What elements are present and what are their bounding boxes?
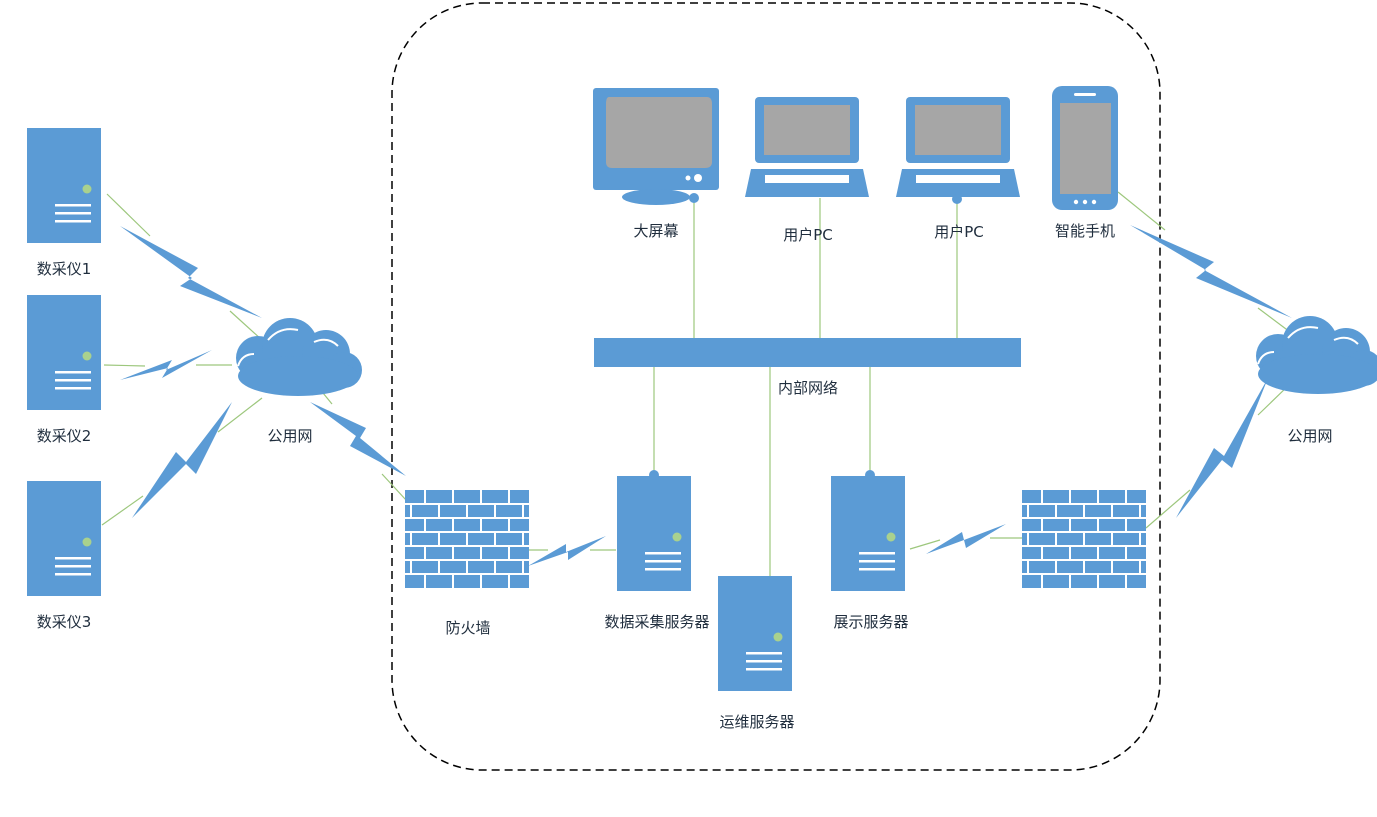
public-net-left-cloud-icon[interactable]	[235, 317, 363, 397]
user-pc-2-laptop-icon[interactable]	[896, 97, 1020, 197]
data-collection-server-icon[interactable]	[617, 476, 691, 591]
collector-2-server-icon[interactable]	[27, 295, 101, 410]
ops-server-label: 运维服务器	[719, 713, 795, 731]
public-net-right-cloud-icon[interactable]	[1255, 315, 1377, 395]
user-pc-1-laptop-icon[interactable]	[745, 97, 869, 197]
user-pc-1-label: 用户PC	[783, 226, 833, 244]
firewall-right-icon[interactable]	[1021, 489, 1147, 589]
public-net-right-label: 公用网	[1287, 427, 1333, 445]
lightning-bolt-icon	[120, 350, 212, 380]
big-screen-label: 大屏幕	[633, 222, 679, 240]
data-collection-server-label: 数据采集服务器	[604, 613, 710, 631]
lightning-bolt-icon	[310, 402, 406, 476]
display-server-label: 展示服务器	[833, 613, 909, 631]
smartphone-icon[interactable]	[1052, 86, 1118, 210]
collector-1-label: 数采仪1	[36, 260, 92, 278]
collector-2-label: 数采仪2	[36, 427, 92, 445]
lightning-bolt-icon	[132, 402, 232, 518]
firewall-label: 防火墙	[445, 619, 491, 637]
user-pc-2-label: 用户PC	[934, 223, 984, 241]
collector-3-label: 数采仪3	[36, 613, 92, 631]
internal-network-label: 内部网络	[777, 379, 839, 397]
lightning-bolt-icon	[1176, 378, 1268, 518]
big-screen-monitor-icon[interactable]	[593, 88, 719, 205]
connection-lines	[101, 191, 1291, 576]
lightning-bolt-icon	[1130, 225, 1292, 318]
lightning-bolt-icon	[528, 536, 606, 566]
wireless-links	[120, 225, 1292, 566]
lightning-bolt-icon	[926, 524, 1006, 554]
display-server-icon[interactable]	[831, 476, 905, 591]
lightning-bolt-icon	[120, 226, 262, 318]
collector-1-server-icon[interactable]	[27, 128, 101, 243]
ops-server-icon[interactable]	[718, 576, 792, 691]
internal-network-bus[interactable]	[594, 338, 1021, 367]
internal-zone-boundary	[391, 2, 1161, 771]
collector-3-server-icon[interactable]	[27, 481, 101, 596]
firewall-left-icon[interactable]	[404, 489, 530, 589]
smartphone-label: 智能手机	[1054, 222, 1116, 240]
public-net-left-label: 公用网	[267, 427, 313, 445]
